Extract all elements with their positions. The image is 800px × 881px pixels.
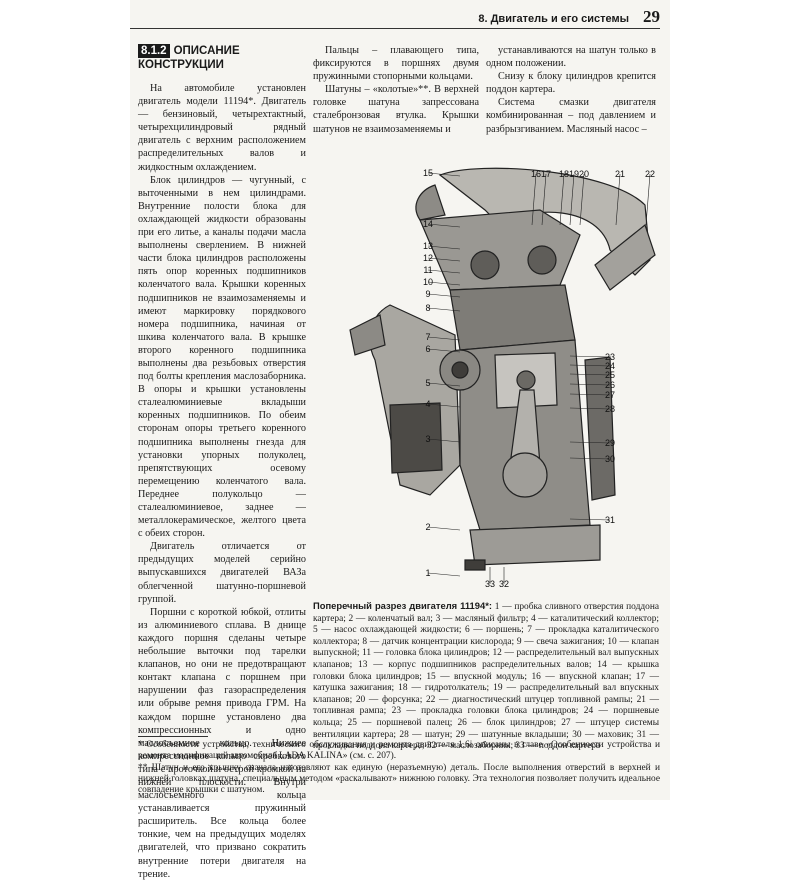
paragraph: Блок цилиндров — чугунный, с выточенными… — [138, 174, 306, 540]
callout-number: 26 — [605, 380, 615, 390]
callout-leader — [531, 173, 537, 226]
callout-number: 11 — [423, 265, 432, 275]
callout-leader — [427, 293, 461, 298]
callout-number: 10 — [423, 277, 433, 287]
callout-leader — [427, 307, 461, 312]
paragraph: Пальцы – плавающего типа, фиксируются в … — [313, 45, 479, 83]
callout-number: 24 — [605, 361, 615, 371]
paragraph: Двигатель отличается от предыдущих модел… — [138, 541, 306, 605]
page-header: 8. Двигатель и его системы 29 — [130, 6, 660, 29]
callout-number: 27 — [605, 390, 615, 400]
callout-number: 5 — [425, 378, 430, 388]
footnote-divider — [138, 736, 208, 737]
callout-leader — [615, 173, 621, 226]
callout-leader — [579, 173, 585, 226]
callout-number: 22 — [645, 169, 655, 179]
callout-number: 20 — [579, 169, 589, 179]
callout-leader — [427, 438, 461, 443]
callout-number: 19 — [569, 169, 579, 179]
callout-leader — [427, 223, 461, 228]
callout-number: 4 — [425, 399, 430, 409]
callout-leader — [427, 269, 461, 274]
caption-title: Поперечный разрез двигателя 11194*: — [313, 600, 492, 611]
callout-number: 13 — [423, 241, 433, 251]
callout-number: 21 — [615, 169, 625, 179]
paragraph: Снизу к блоку цилиндров крепится поддон … — [486, 71, 656, 96]
callout-number: 18 — [559, 169, 569, 179]
callout-leader — [569, 393, 611, 396]
callout-leader — [569, 373, 611, 376]
text-column-3: устанавливаются на шатун только в одном … — [486, 44, 656, 136]
callout-number: 31 — [605, 515, 615, 525]
section-title: ОПИСАНИЕ КОНСТРУКЦИИ — [138, 45, 240, 71]
footnote: ** Шатун и его крышку сначала изготовляю… — [138, 762, 660, 796]
callout-leader — [569, 441, 611, 444]
callout-leader — [569, 407, 611, 410]
callout-leader — [559, 173, 565, 226]
callout-number: 15 — [423, 168, 433, 178]
section-number: 8.1.2 — [138, 44, 170, 58]
footnotes: * Особенности устройства, технического о… — [138, 740, 660, 796]
callout-number: 6 — [425, 344, 430, 354]
paragraph: Шатуны – «колотые»**. В верхней головке … — [313, 84, 479, 135]
page-number: 29 — [643, 7, 660, 26]
callout-leader — [569, 173, 575, 226]
callout-number: 33 — [485, 579, 495, 589]
callout-number: 12 — [423, 253, 433, 263]
callout-leader — [541, 173, 547, 226]
callout-leader — [427, 403, 461, 408]
paragraph: устанавливаются на шатун только в одном … — [486, 45, 656, 70]
callout-number: 30 — [605, 454, 615, 464]
footnote: * Особенности устройства, технического о… — [138, 740, 660, 762]
callout-leader — [569, 355, 611, 358]
callout-number: 17 — [541, 169, 551, 179]
callout-leader — [569, 518, 611, 521]
callout-number: 2 — [425, 522, 430, 532]
callout-number: 32 — [499, 579, 509, 589]
callout-number: 28 — [605, 404, 615, 414]
callout-leader — [427, 172, 461, 177]
callout-number: 8 — [425, 303, 430, 313]
callout-leader — [569, 383, 611, 386]
callout-leader — [569, 364, 611, 367]
callout-number: 9 — [425, 289, 430, 299]
paragraph: На автомобиле установлен двигатель модел… — [138, 83, 306, 173]
callout-leader — [427, 348, 461, 353]
callout-number: 3 — [425, 434, 430, 444]
chapter-title: 8. Двигатель и его системы — [478, 13, 629, 25]
callout-leader — [645, 173, 651, 226]
callout-number: 29 — [605, 438, 615, 448]
caption-text: 1 — пробка сливного отверстия поддона ка… — [313, 602, 659, 752]
figure-caption: Поперечный разрез двигателя 11194*: 1 — … — [313, 600, 659, 753]
callout-number: 23 — [605, 352, 615, 362]
text-column-2: Пальцы – плавающего типа, фиксируются в … — [313, 44, 479, 136]
text-column-1: На автомобиле установлен двигатель модел… — [138, 82, 306, 881]
callout-leader — [427, 526, 461, 531]
callout-leader — [427, 382, 461, 387]
callout-number: 7 — [425, 332, 430, 342]
callout-leader — [427, 336, 461, 341]
callout-number: 1 — [425, 568, 430, 578]
callout-leader — [427, 572, 461, 577]
callout-number: 25 — [605, 370, 615, 380]
callout-number: 14 — [423, 219, 433, 229]
callout-leader — [427, 281, 461, 286]
callout-leader — [427, 245, 461, 250]
callout-number: 16 — [531, 169, 541, 179]
paragraph: Система смазки двигателя комбинированная… — [486, 97, 656, 135]
callout-leader — [427, 257, 461, 262]
callout-leader — [569, 457, 611, 460]
